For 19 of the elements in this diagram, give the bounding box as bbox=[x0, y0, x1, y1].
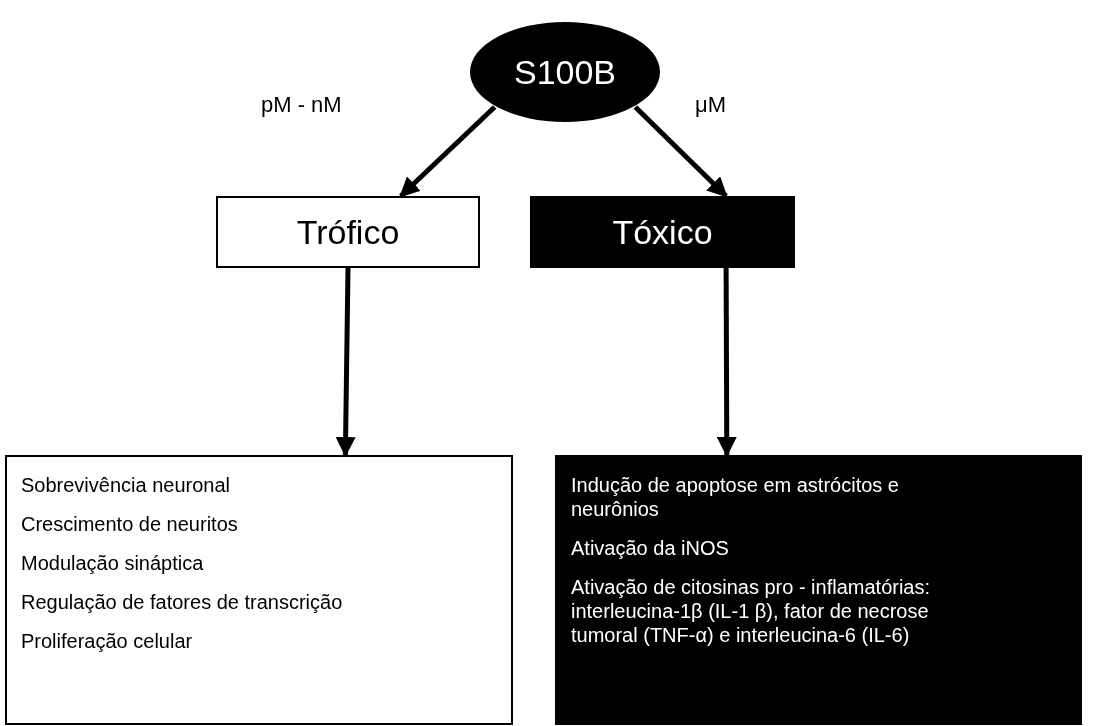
arrow bbox=[716, 268, 737, 457]
list-item: Ativação de citosinas pro - inflamatórias: interleucina-1β (IL-1 β), fator de necrose tumoral (TNF-α) e interleucina-6 (IL-6) bbox=[571, 575, 932, 647]
list-item: Crescimento de neuritos bbox=[21, 512, 239, 536]
list-item: Sobrevivência neuronal bbox=[21, 473, 232, 497]
arrow bbox=[633, 105, 728, 198]
text-panel bbox=[555, 455, 1082, 725]
node-label: S100B bbox=[513, 52, 617, 92]
text-panel bbox=[5, 455, 513, 725]
arrow bbox=[399, 105, 497, 198]
list-item: Ativação da iNOS bbox=[571, 536, 730, 560]
node-label: Trófico bbox=[296, 212, 400, 252]
list-item: Modulação sináptica bbox=[21, 551, 205, 575]
list-item: Indução de apoptose em astrócitos e neurônios bbox=[571, 473, 900, 521]
node-label: Tóxico bbox=[612, 212, 713, 252]
category-box bbox=[530, 196, 795, 268]
list-item: Proliferação celular bbox=[21, 629, 194, 653]
list-item: Regulação de fatores de transcrição bbox=[21, 590, 344, 614]
arrow bbox=[335, 267, 356, 457]
category-box bbox=[216, 196, 480, 268]
